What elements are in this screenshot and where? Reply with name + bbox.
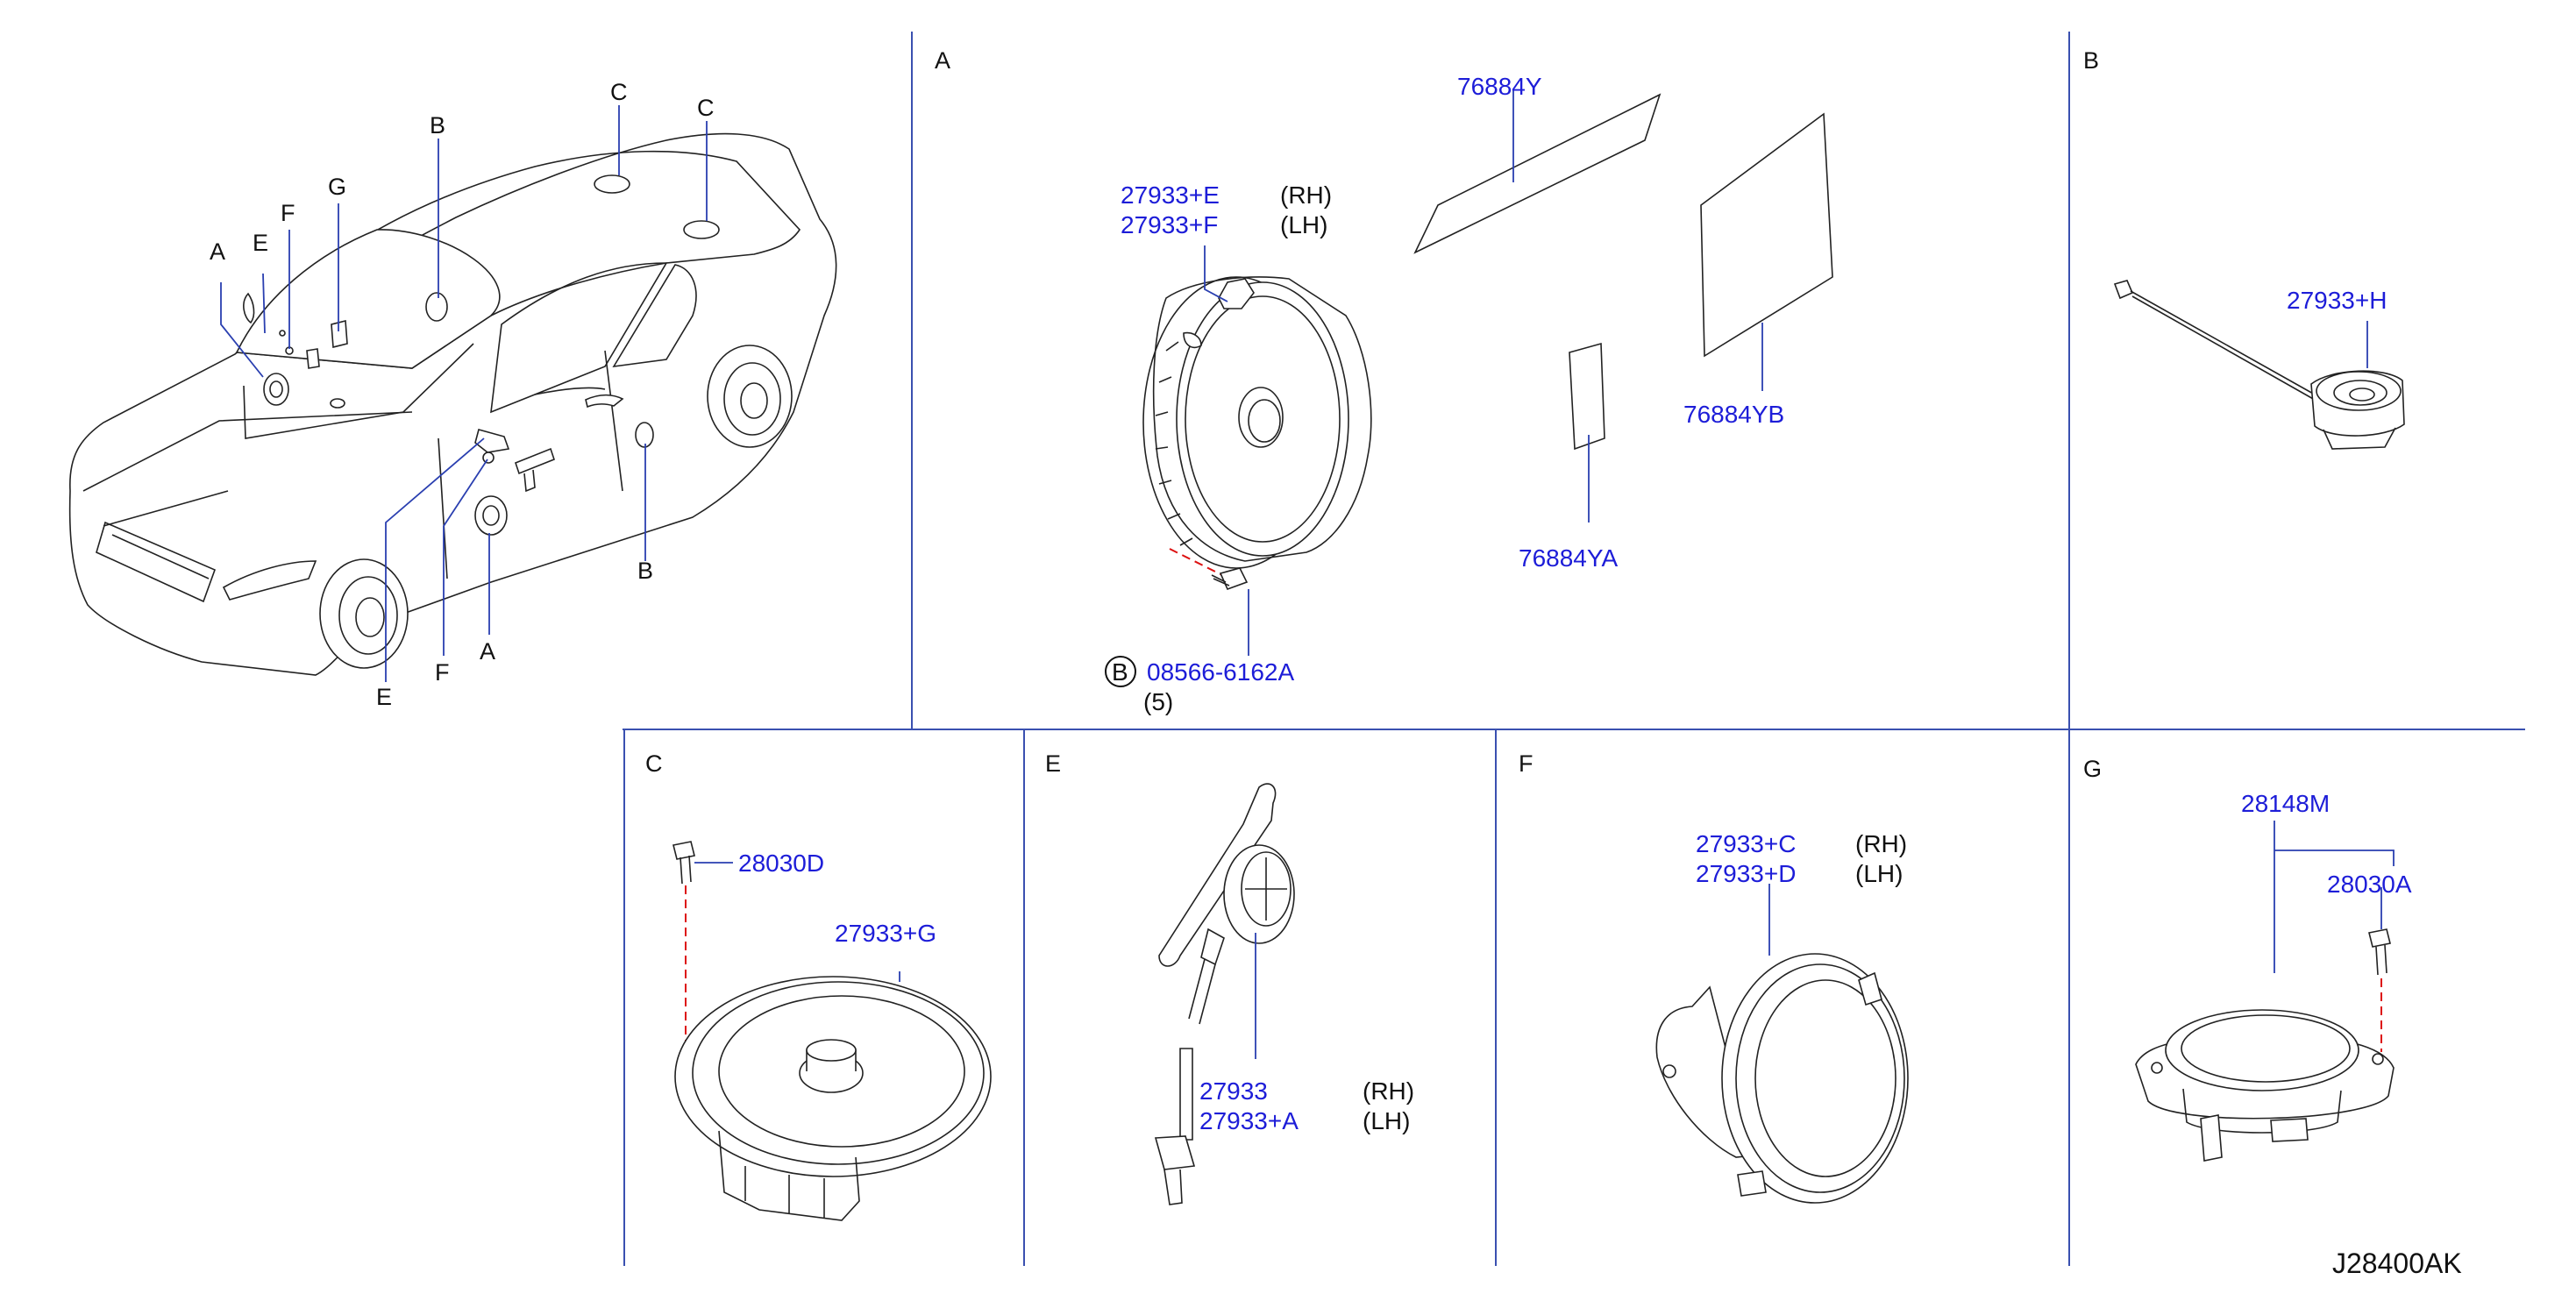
section-f-letter: F — [1519, 750, 1534, 777]
part-08566-6162a: 08566-6162A — [1147, 658, 1294, 686]
bolt-c-drawing — [672, 841, 695, 885]
section-g-letter: G — [2083, 756, 2102, 782]
diagram-code: J28400AK — [2332, 1248, 2462, 1279]
side-rh-a: (RH) — [1280, 181, 1332, 209]
side-lh-a: (LH) — [1280, 211, 1327, 238]
part-27933-e: 27933+E — [1121, 181, 1220, 209]
car-overview-illustration — [68, 105, 837, 682]
part-76884yb: 76884YB — [1683, 401, 1784, 428]
section-g: G 28148M 28030A — [2083, 756, 2412, 1162]
section-a: A 27933+E (RH) 27933+F (LH) — [935, 47, 1833, 715]
screw-drawing — [1211, 567, 1249, 591]
section-b-letter: B — [2083, 47, 2099, 74]
side-lh-f: (LH) — [1855, 860, 1903, 887]
side-rh-e: (RH) — [1363, 1077, 1414, 1105]
bolt-g-drawing — [2368, 928, 2391, 976]
car-callout-f-bottom: F — [435, 659, 450, 686]
tweeter-e-drawing — [1154, 783, 1295, 1205]
front-door-speaker-drawing — [1142, 276, 1372, 569]
section-c: C 28030D 27933+G — [645, 750, 992, 1221]
tweeter-b-drawing — [2113, 280, 2405, 450]
screw-quantity: (5) — [1143, 688, 1173, 715]
section-b: B 27933+H — [2083, 47, 2405, 450]
car-callout-a-front: A — [210, 238, 225, 265]
part-27933-d: 27933+D — [1696, 860, 1796, 887]
part-27933-c: 27933+C — [1696, 830, 1796, 857]
part-27933: 27933 — [1199, 1077, 1268, 1105]
part-27933-g: 27933+G — [835, 920, 936, 947]
part-28030a: 28030A — [2327, 871, 2412, 898]
speaker-f-drawing — [1655, 953, 1909, 1204]
car-callout-c-2: C — [697, 95, 715, 121]
part-27933-h: 27933+H — [2287, 287, 2387, 314]
car-callout-f-front: F — [281, 200, 295, 226]
car-callout-a-bottom: A — [480, 638, 495, 665]
speaker-c-drawing — [674, 976, 992, 1221]
part-27933-f: 27933+F — [1121, 211, 1218, 238]
section-e-letter: E — [1045, 750, 1061, 777]
side-lh-e: (LH) — [1363, 1107, 1410, 1134]
insulator-pad-76884y — [1413, 93, 1662, 254]
car-callout-b-bottom: B — [637, 558, 653, 584]
car-callout-g: G — [328, 174, 346, 200]
insulator-pad-76884ya — [1569, 342, 1605, 451]
car-callout-labels: A E F G B C C E F A B — [210, 79, 715, 710]
bracket-g-drawing — [2135, 1009, 2395, 1162]
section-c-letter: C — [645, 750, 663, 777]
section-e: E 27933 (RH) 27933+A (LH) — [1045, 750, 1414, 1205]
car-callout-e-bottom: E — [376, 684, 392, 710]
part-28030d: 28030D — [738, 850, 824, 877]
section-f: F 27933+C (RH) 27933+D (LH) — [1519, 750, 1909, 1204]
section-a-letter: A — [935, 47, 950, 74]
car-callout-e-front: E — [253, 230, 268, 256]
car-callout-b-top: B — [430, 112, 445, 139]
part-76884ya: 76884YA — [1519, 544, 1618, 572]
panel-separators — [623, 32, 2525, 1266]
part-28148m: 28148M — [2241, 790, 2330, 817]
part-27933-a: 27933+A — [1199, 1107, 1299, 1134]
screw-ref-letter: B — [1112, 658, 1128, 686]
car-callout-c-1: C — [610, 79, 628, 105]
side-rh-f: (RH) — [1855, 830, 1907, 857]
part-76884y: 76884Y — [1457, 73, 1542, 100]
screw-ref-circle — [1105, 656, 1136, 687]
insulator-pad-76884yb — [1700, 112, 1833, 358]
